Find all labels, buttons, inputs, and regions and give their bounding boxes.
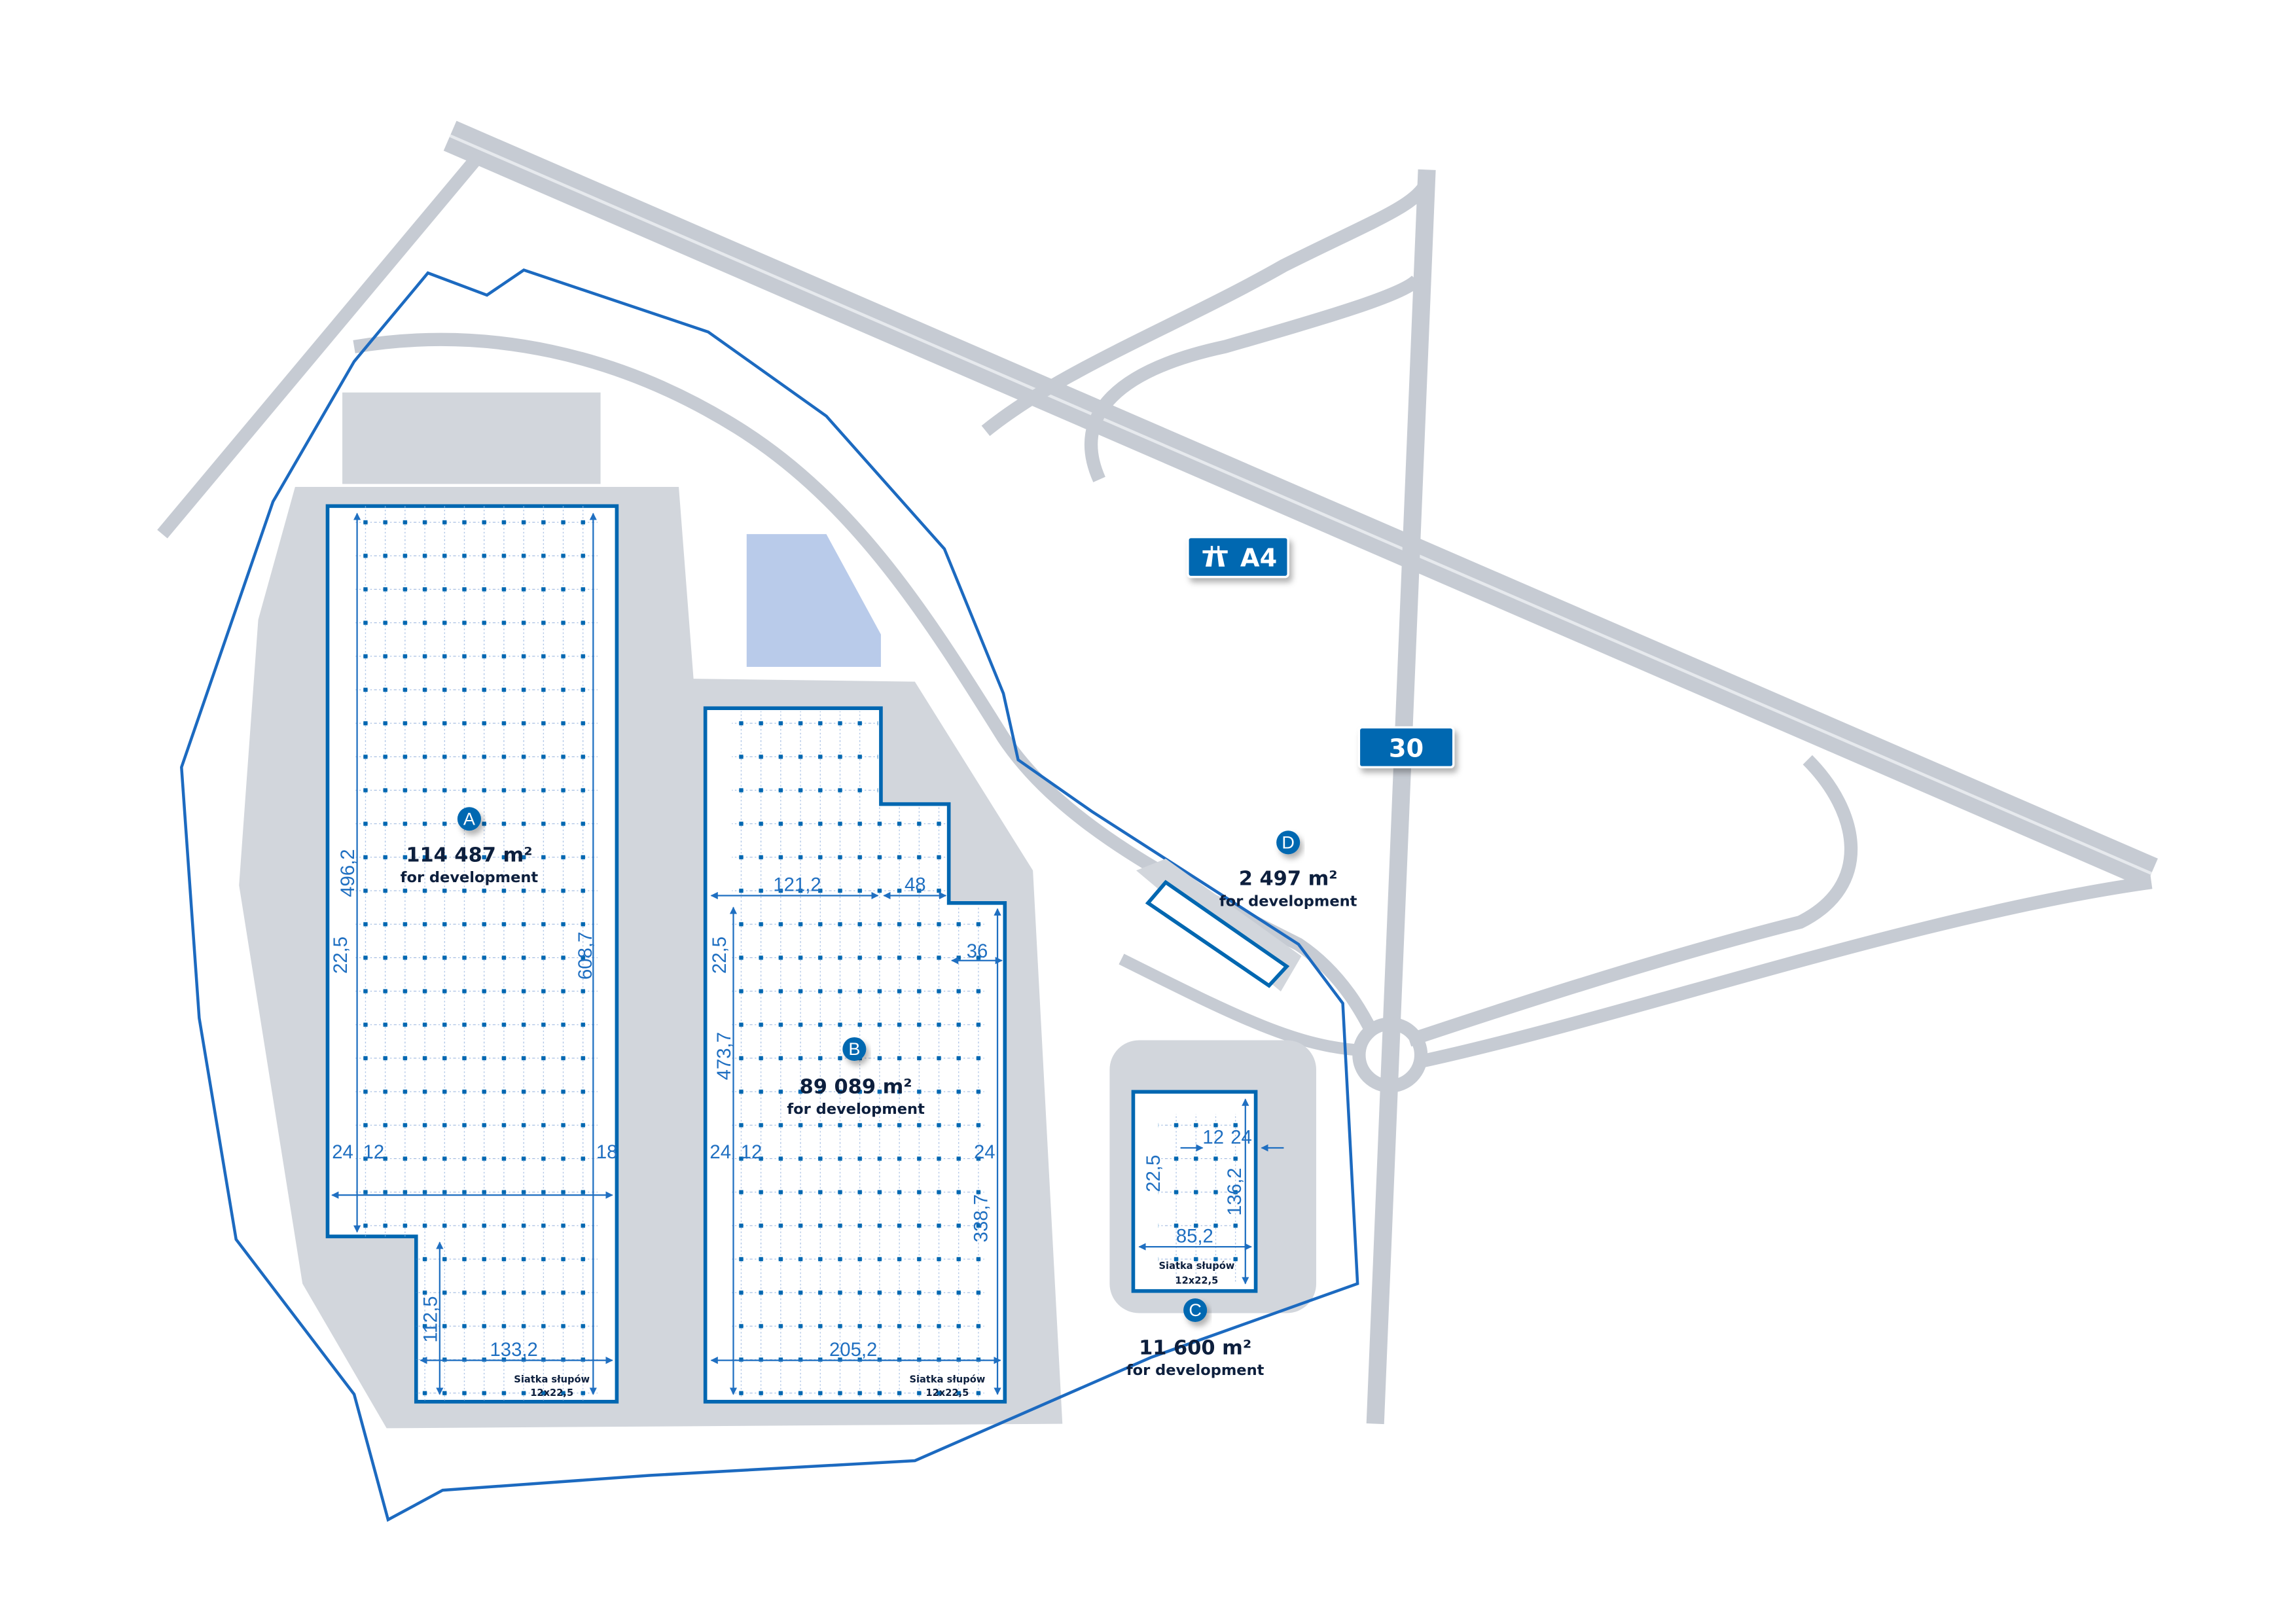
grid-a-title: Siatka słupów — [514, 1374, 590, 1385]
dim-b-width: 205,2 — [829, 1339, 877, 1361]
sign-road-30: 30 — [1357, 726, 1455, 769]
badge-a[interactable] — [457, 807, 481, 831]
sign-a4-label: A4 — [1240, 544, 1277, 573]
pond — [746, 534, 881, 668]
grid-c-value: 12x22,5 — [1175, 1275, 1218, 1286]
interchange-loop-north — [981, 181, 1431, 437]
east-road — [1415, 876, 2153, 1069]
dim-a-w3: 18 — [596, 1141, 618, 1163]
building-a[interactable]: 496,2 22,5 608,7 24 12 18 112,5 133,2 Si… — [325, 504, 619, 1404]
dim-c-length: 136,2 — [1224, 1168, 1246, 1215]
dim-b-w1: 24 — [709, 1141, 731, 1163]
dim-c-w1: 12 — [1202, 1126, 1224, 1148]
interchange-loop-east — [1407, 755, 1858, 1047]
dim-c-bay: 22,5 — [1143, 1155, 1164, 1192]
grid-b-value: 12x22,5 — [925, 1387, 969, 1399]
dim-b-top2: 48 — [905, 874, 926, 896]
dim-a-w1: 24 — [332, 1141, 353, 1163]
column-grid-c — [1158, 1114, 1240, 1284]
dim-b-bay: 22,5 — [709, 936, 730, 974]
dim-b-length: 473,7 — [713, 1032, 735, 1080]
caption-d: for development — [1219, 893, 1357, 910]
area-c: 11 600 m² — [1139, 1337, 1251, 1360]
badge-b-letter: B — [848, 1039, 860, 1059]
dim-b-lower: 338,7 — [970, 1194, 992, 1242]
plot-d[interactable]: D 2 497 m² for development — [1136, 830, 1357, 992]
interchange-ramp — [1084, 275, 1422, 482]
dim-a-total: 608,7 — [575, 932, 596, 980]
caption-b: for development — [787, 1101, 925, 1118]
northwest-road — [157, 151, 485, 539]
sign-30-label: 30 — [1389, 734, 1424, 764]
north-parking — [342, 392, 601, 484]
dim-b-side: 36 — [967, 940, 988, 962]
building-c[interactable]: 12 24 22,5 136,2 85,2 Siatka słupów 12x2… — [1126, 1090, 1284, 1379]
area-a: 114 487 m² — [406, 844, 532, 867]
dim-b-w2: 12 — [741, 1141, 762, 1163]
caption-a: for development — [401, 869, 539, 886]
grid-b-title: Siatka słupów — [909, 1374, 985, 1385]
dim-c-width: 85,2 — [1176, 1225, 1213, 1247]
a4-median — [449, 134, 2152, 875]
plot-d-outline[interactable] — [1145, 880, 1290, 988]
grid-a-value: 12x22,5 — [530, 1387, 573, 1399]
road-30 — [1366, 169, 1436, 1425]
caption-c: for development — [1126, 1362, 1265, 1379]
badge-d[interactable] — [1276, 830, 1300, 855]
area-d: 2 497 m² — [1239, 868, 1338, 891]
dim-b-top1: 121,2 — [773, 874, 821, 896]
sign-a4: A4 — [1187, 535, 1289, 579]
dim-a-ext-width: 133,2 — [490, 1339, 537, 1361]
dim-b-w3: 24 — [974, 1141, 996, 1163]
dim-c-w2: 24 — [1230, 1126, 1252, 1148]
grid-c-title: Siatka słupów — [1159, 1260, 1235, 1272]
dim-a-ext-length: 112,5 — [420, 1296, 441, 1342]
dim-a-bay: 22,5 — [330, 936, 351, 974]
badge-d-letter: D — [1282, 832, 1295, 852]
site-access-road — [1119, 954, 1365, 1057]
dim-a-w2: 12 — [363, 1141, 385, 1163]
dim-a-length: 496,2 — [337, 849, 359, 897]
badge-c[interactable] — [1183, 1298, 1208, 1323]
site-boundary — [180, 268, 1359, 1522]
badge-b[interactable] — [842, 1037, 867, 1061]
badge-a-letter: A — [463, 809, 475, 829]
badge-c-letter: C — [1189, 1300, 1202, 1320]
column-grid-a — [355, 506, 598, 1402]
building-b[interactable]: 121,2 48 36 22,5 473,7 24 12 24 338,7 20… — [703, 706, 1007, 1404]
motorway-icon — [1202, 546, 1228, 567]
area-b: 89 089 m² — [800, 1076, 912, 1099]
